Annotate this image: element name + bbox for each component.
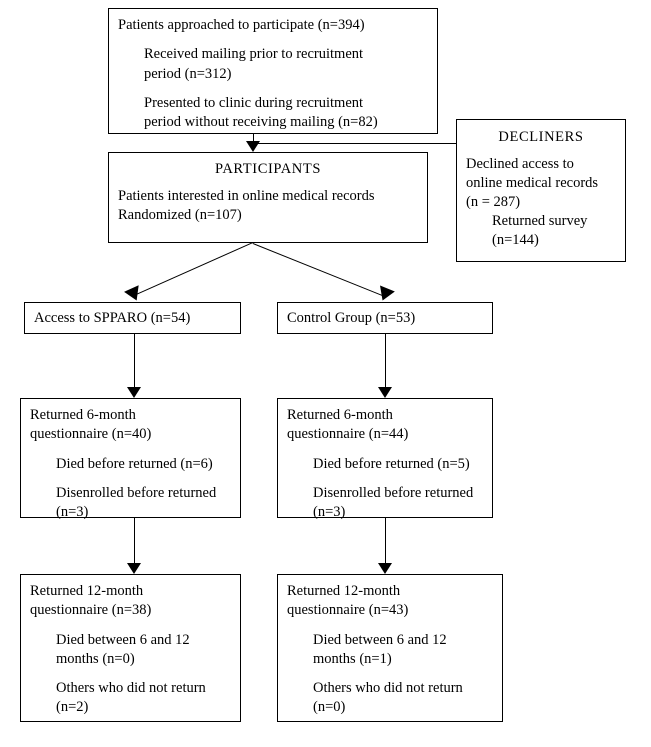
decliners-line-4: Returned survey [492, 212, 588, 229]
approached-line-3: period (n=312) [144, 65, 232, 82]
node-returned-6-month-right: Returned 6-month questionnaire (n=44) Di… [277, 398, 493, 520]
twelve-right-line-1: Returned 12-month [287, 583, 401, 599]
approached-line-4: Presented to clinic during recruitment [144, 94, 364, 111]
node-access-to-spparo: Access to SPPARO (n=54) [24, 302, 241, 334]
edge-approached-participants-stem [253, 134, 254, 145]
six-left-line-3: Died before returned (n=6) [56, 455, 213, 472]
decliners-heading: DECLINERS [498, 129, 584, 145]
six-right-line-3: Died before returned (n=5) [313, 455, 470, 472]
approached-line-1: Patients approached to participate (n=39… [118, 17, 365, 33]
six-right-line-1: Returned 6-month [287, 407, 393, 423]
six-left-line-1: Returned 6-month [30, 407, 136, 423]
participants-line-2: Randomized (n=107) [118, 207, 242, 224]
edge-arm-right-six-right-arrowhead [378, 387, 392, 398]
six-right-line-5: (n=3) [313, 504, 346, 521]
edge-arm-left-six-left-stem [134, 334, 135, 393]
twelve-right-line-3: Died between 6 and 12 [313, 631, 447, 648]
edge-six-left-twelve-left-arrowhead [127, 563, 141, 574]
node-returned-12-month-right: Returned 12-month questionnaire (n=43) D… [277, 574, 503, 722]
six-left-line-4: Disenrolled before returned [56, 484, 217, 501]
twelve-right-line-6: (n=0) [313, 699, 346, 716]
edge-participants-arm-left [133, 242, 253, 296]
edge-six-left-twelve-left-stem [134, 518, 135, 569]
six-left-line-5: (n=3) [56, 504, 89, 521]
edge-approached-decliners-horizontal [253, 143, 457, 144]
node-decliners: DECLINERS Declined access to online medi… [456, 119, 626, 262]
edge-participants-arm-left-arrowhead [124, 285, 144, 304]
node-control-group: Control Group (n=53) [277, 302, 493, 334]
twelve-right-line-4: months (n=1) [313, 650, 392, 667]
twelve-right-line-5: Others who did not return [313, 680, 463, 697]
approached-line-2: Received mailing prior to recruitment [144, 46, 364, 63]
node-returned-6-month-left: Returned 6-month questionnaire (n=40) Di… [20, 398, 241, 520]
participants-line-1: Patients interested in online medical re… [118, 188, 375, 205]
twelve-left-line-3: Died between 6 and 12 [56, 631, 190, 648]
arm-right-label: Control Group (n=53) [287, 310, 416, 326]
edge-participants-arm-right-arrowhead [375, 285, 395, 304]
twelve-left-line-6: (n=2) [56, 699, 89, 716]
six-right-line-2: questionnaire (n=44) [287, 426, 409, 443]
arm-left-label: Access to SPPARO (n=54) [34, 310, 191, 326]
twelve-left-line-5: Others who did not return [56, 680, 206, 697]
edge-approached-participants-arrowhead [246, 141, 260, 152]
twelve-right-line-2: questionnaire (n=43) [287, 602, 409, 619]
participants-heading: PARTICIPANTS [215, 161, 321, 177]
node-patients-approached: Patients approached to participate (n=39… [108, 8, 438, 134]
six-right-line-4: Disenrolled before returned [313, 484, 474, 501]
approached-line-5: period without receiving mailing (n=82) [144, 114, 378, 131]
twelve-left-line-1: Returned 12-month [30, 583, 144, 599]
decliners-line-5: (n=144) [492, 231, 539, 248]
edge-arm-right-six-right-stem [385, 334, 386, 393]
node-participants: PARTICIPANTS Patients interested in onli… [108, 152, 428, 243]
twelve-left-line-2: questionnaire (n=38) [30, 602, 152, 619]
edge-arm-left-six-left-arrowhead [127, 387, 141, 398]
decliners-line-3: (n = 287) [466, 193, 521, 210]
edge-participants-arm-right [252, 243, 385, 297]
edge-six-right-twelve-right-arrowhead [378, 563, 392, 574]
decliners-line-2: online medical records [466, 174, 599, 191]
edge-six-right-twelve-right-stem [385, 518, 386, 569]
node-returned-12-month-left: Returned 12-month questionnaire (n=38) D… [20, 574, 241, 722]
twelve-left-line-4: months (n=0) [56, 650, 135, 667]
decliners-line-1: Declined access to [466, 156, 574, 173]
six-left-line-2: questionnaire (n=40) [30, 426, 152, 443]
